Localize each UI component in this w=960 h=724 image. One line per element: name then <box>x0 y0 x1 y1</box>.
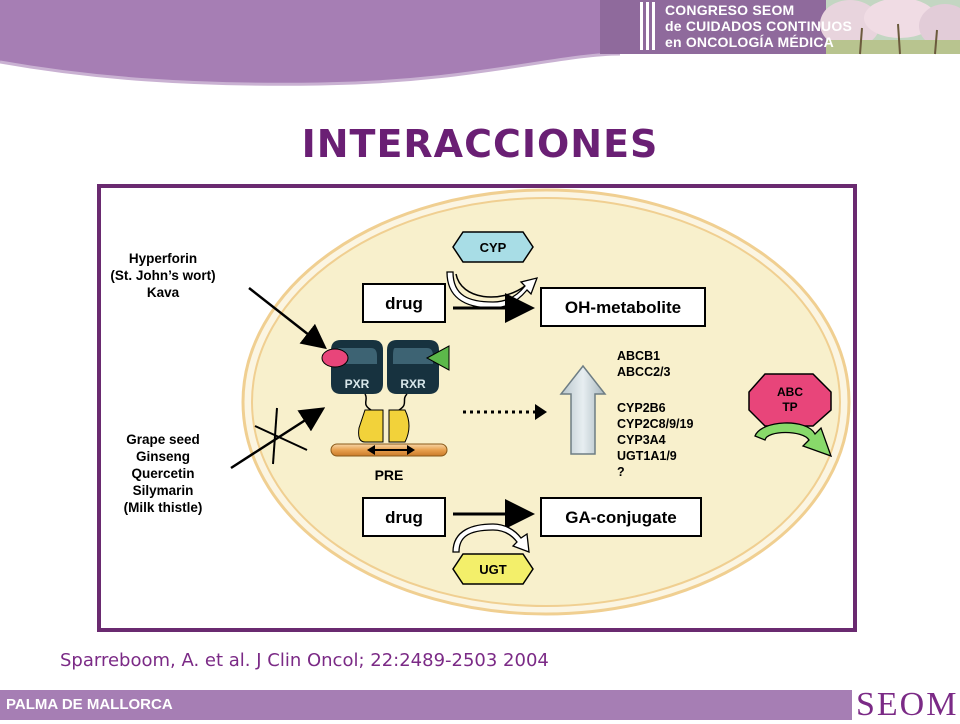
congress-line-2: de CUIDADOS CONTINUOS <box>665 18 852 34</box>
inhibitor-line-5: (Milk thistle) <box>124 500 203 515</box>
abc-tp-box <box>748 373 832 427</box>
ugt-box <box>452 553 534 585</box>
ugt-label: UGT <box>479 562 507 577</box>
inducer-line-1: Hyperforin <box>129 251 197 266</box>
inducer-line-2: (St. John’s wort) <box>110 268 215 283</box>
ligand-oval <box>321 348 349 368</box>
pxr-dbd <box>358 409 384 443</box>
interaction-diagram: CYP drug OH-metabolite Hyperforin (St. J… <box>110 188 851 616</box>
oh-metabolite-box <box>540 287 706 327</box>
inducer-line-3: Kava <box>147 285 180 300</box>
diagram-frame: CYP drug OH-metabolite Hyperforin (St. J… <box>97 184 857 632</box>
congress-logo <box>600 0 960 55</box>
oh-metabolite-label: OH-metabolite <box>565 298 681 317</box>
gene-abcb1: ABCB1 <box>617 349 660 363</box>
pxr-label: PXR <box>345 377 370 391</box>
seom-logo: SEOM <box>856 686 959 723</box>
drug-label-bottom: drug <box>385 508 423 527</box>
drug-box-bottom <box>362 497 446 537</box>
footer-band <box>0 690 852 720</box>
rxr-ligand-triangle <box>425 345 450 371</box>
cyp-label: CYP <box>480 240 507 255</box>
inhibitor-line-1: Grape seed <box>126 432 200 447</box>
ga-conjugate-label: GA-conjugate <box>565 508 676 527</box>
inhibitor-line-2: Ginseng <box>136 449 190 464</box>
ga-conjugate-box <box>540 497 702 537</box>
pre-label: PRE <box>375 467 404 483</box>
upregulation-arrow <box>559 364 607 455</box>
drug-box-top <box>362 283 446 323</box>
rxr-label: RXR <box>400 377 426 391</box>
page-title: INTERACCIONES <box>301 122 659 166</box>
gene-abcc2-3: ABCC2/3 <box>617 365 671 379</box>
gene-unknown: ? <box>617 465 625 479</box>
gene-cyp2c8-9-19: CYP2C8/9/19 <box>617 417 693 431</box>
abc-label: ABC <box>777 385 803 399</box>
congress-line-1: CONGRESO SEOM <box>665 2 795 18</box>
efflux-arrow <box>754 422 833 458</box>
footer-location: PALMA DE MALLORCA <box>6 696 173 713</box>
citation: Sparreboom, A. et al. J Clin Oncol; 22:2… <box>60 650 549 671</box>
congress-line-3: en ONCOLOGÍA MÉDICA <box>665 34 834 50</box>
gene-ugt1a1-9: UGT1A1/9 <box>617 449 677 463</box>
rxr-dbd <box>388 409 410 443</box>
tp-label: TP <box>782 400 797 414</box>
gene-cyp3a4: CYP3A4 <box>617 433 666 447</box>
gene-cyp2b6: CYP2B6 <box>617 401 666 415</box>
inhibitor-line-4: Silymarin <box>133 483 194 498</box>
cyp-box <box>452 231 534 263</box>
inhibitor-line-3: Quercetin <box>131 466 194 481</box>
drug-label-top: drug <box>385 294 423 313</box>
